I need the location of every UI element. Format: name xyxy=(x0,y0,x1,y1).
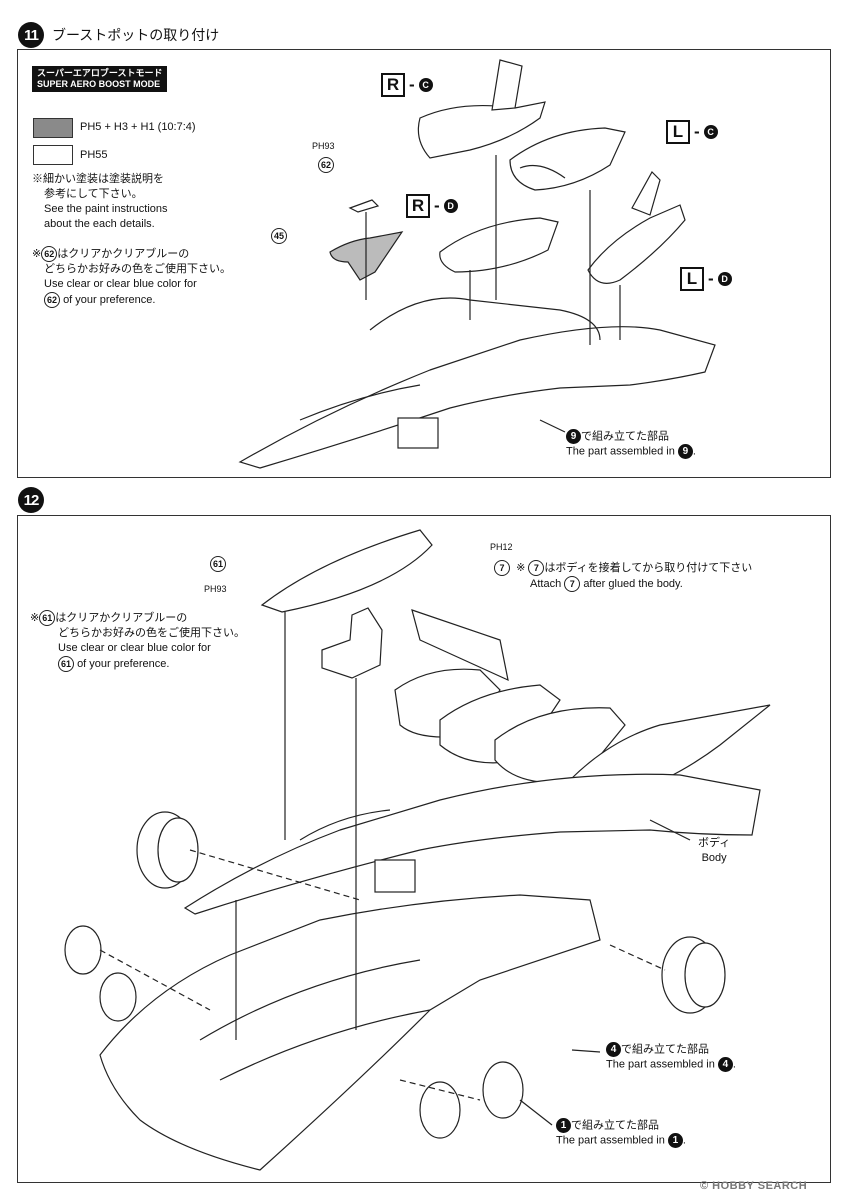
part-61-paint: PH93 xyxy=(204,584,227,594)
step-9-ref-2: 9 xyxy=(677,444,693,460)
part-7-label: 7 xyxy=(494,560,510,576)
part-61-ref-2: 61 xyxy=(58,656,74,672)
attach-note-7-en-post: after glued the body. xyxy=(583,577,683,590)
part-62-ref: 62 xyxy=(41,246,58,262)
step-4-ref: 4 xyxy=(606,1042,621,1057)
clear-note-61-en1: Use clear or clear blue color for xyxy=(58,642,211,654)
body-label-jp: ボディ xyxy=(698,837,731,849)
paint-swatch-light xyxy=(33,145,73,165)
clear-note-62-jp2: どちらかお好みの色をご使用下さい。 xyxy=(44,263,231,275)
attach-note-7-en-pre: Attach xyxy=(530,577,562,590)
callout-r-d: R-D xyxy=(406,194,458,218)
paint-note-jp1: ※細かい塗装は塗装説明を xyxy=(32,173,164,185)
step-12-number: 12 xyxy=(18,487,44,513)
part-62-label: 62 xyxy=(318,157,334,173)
step-1-ref: 1 xyxy=(556,1118,571,1133)
assembled-1-jp: で組み立てた部品 xyxy=(571,1119,659,1132)
part-7-ref: 7 xyxy=(528,560,545,576)
step-11-title: ブーストポットの取り付け xyxy=(52,27,220,43)
part-7-paint: PH12 xyxy=(490,542,513,552)
clear-note-62-en2: of your preference. xyxy=(63,293,156,306)
paint-note: ※細かい塗装は塗装説明を 参考にして下さい。 See the paint ins… xyxy=(32,172,168,232)
step-11-number: 11 xyxy=(18,22,44,48)
assembled-9-jp: で組み立てた部品 xyxy=(581,430,669,443)
part-62-paint: PH93 xyxy=(312,141,335,151)
part-7-ref-2: 7 xyxy=(564,576,581,592)
callout-l-c: L-C xyxy=(666,120,718,144)
clear-note-61-jp2: どちらかお好みの色をご使用下さい。 xyxy=(58,627,245,639)
assembled-9-en: The part assembled in xyxy=(566,445,675,458)
clear-note-61-en2: of your preference. xyxy=(77,657,170,670)
body-label: ボディ Body xyxy=(698,836,730,866)
watermark: © HOBBY SEARCH xyxy=(700,1180,808,1192)
step-1-ref-2: 1 xyxy=(667,1133,683,1149)
part-61-label: 61 xyxy=(210,556,226,572)
mode-tag-jp: スーパーエアロブーストモード xyxy=(37,68,163,78)
part-45-label: 45 xyxy=(271,228,287,244)
paint-note-en1: See the paint instructions xyxy=(44,203,168,215)
mode-tag: スーパーエアロブーストモード SUPER AERO BOOST MODE xyxy=(32,66,168,92)
step-4-ref-2: 4 xyxy=(717,1057,733,1073)
assembled-1-en: The part assembled in xyxy=(556,1134,665,1147)
clear-note-62-jp1: はクリアかクリアブルーの xyxy=(57,247,190,260)
clear-note-62-en1: Use clear or clear blue color for xyxy=(44,278,197,290)
assembled-4-jp: で組み立てた部品 xyxy=(621,1043,709,1056)
paint-swatch-dark-label: PH5 + H3 + H1 (10:7:4) xyxy=(80,121,196,133)
paint-note-jp2: 参考にして下さい。 xyxy=(44,188,143,200)
paint-note-en2: about the each details. xyxy=(44,218,155,230)
mode-tag-en: SUPER AERO BOOST MODE xyxy=(37,79,161,89)
paint-swatch-dark xyxy=(33,118,73,138)
paint-swatch-light-label: PH55 xyxy=(80,149,108,161)
assembled-4-en: The part assembled in xyxy=(606,1058,715,1071)
callout-l-d: L-D xyxy=(680,267,732,291)
part-62-ref-2: 62 xyxy=(44,292,60,308)
part-61-ref: 61 xyxy=(39,610,56,626)
callout-r-c: R-C xyxy=(381,73,433,97)
body-label-en: Body xyxy=(701,852,727,864)
clear-note-61-jp1: はクリアかクリアブルーの xyxy=(55,611,188,624)
attach-note-7-jp: はボディを接着してから取り付けて下さい xyxy=(544,561,753,574)
step-9-ref: 9 xyxy=(566,429,581,444)
